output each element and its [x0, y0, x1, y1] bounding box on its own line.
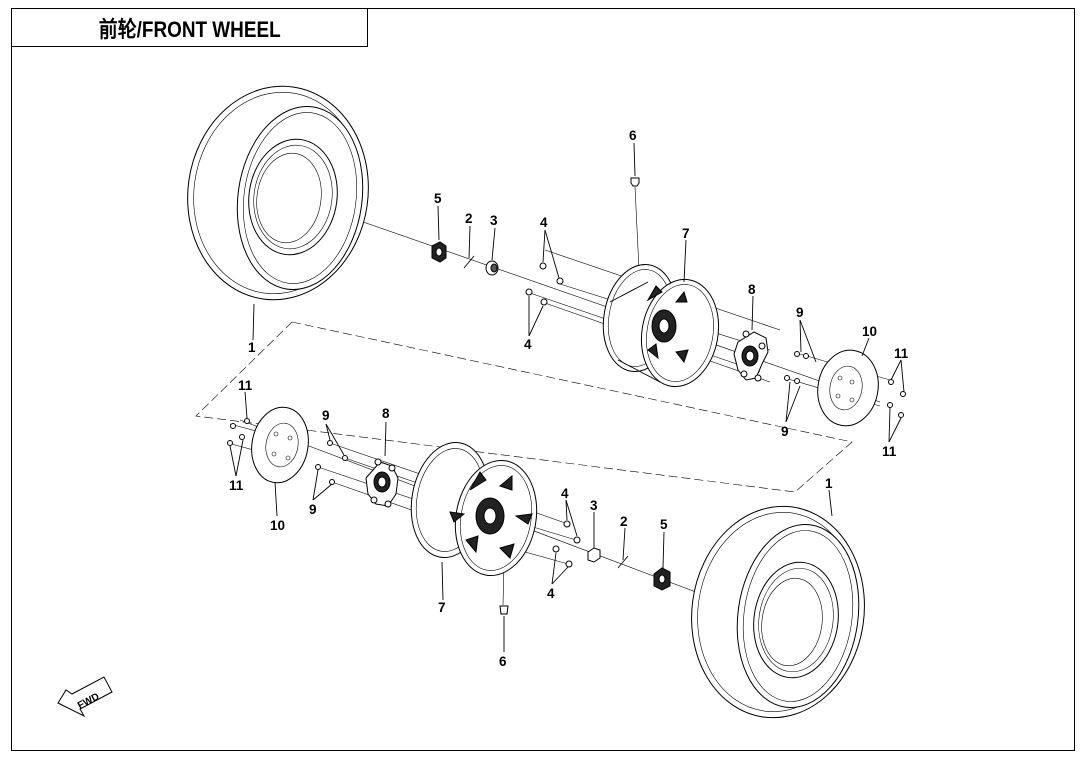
callout-7-lower: 7	[438, 600, 446, 615]
callout-4-upper-a: 4	[540, 215, 548, 230]
callout-11-upper-a: 11	[894, 346, 909, 361]
upper-hub	[733, 330, 769, 382]
upper-brake-disc	[817, 349, 879, 427]
callout-11-upper-b: 11	[882, 444, 897, 459]
callout-8-lower: 8	[382, 406, 390, 421]
callout-4-lower-b: 4	[547, 586, 555, 601]
lower-small-parts	[227, 418, 671, 615]
assembly-dash-outline	[195, 321, 853, 493]
callout-3-upper: 3	[490, 213, 498, 228]
callout-2-upper: 2	[465, 211, 473, 226]
callout-11-lower-b: 11	[229, 478, 244, 493]
fwd-arrow-icon: FWD	[57, 676, 113, 718]
callout-9-upper-a: 9	[796, 305, 804, 320]
callout-6-lower: 6	[499, 654, 507, 669]
callout-1-upper: 1	[248, 340, 256, 355]
callout-10-upper: 10	[862, 324, 877, 339]
callout-5-upper: 5	[434, 191, 442, 206]
callout-labels: 1 5 2 3 4 4 6 7 8 9 9 10 11 11 11 11 10 …	[229, 128, 909, 669]
callout-9-lower-a: 9	[322, 408, 330, 423]
lower-tire	[691, 505, 865, 719]
callout-2-lower: 2	[620, 514, 628, 529]
drawing-frame	[11, 8, 1075, 751]
upper-tire	[187, 85, 369, 301]
callout-8-upper: 8	[748, 282, 756, 297]
upper-rim	[602, 263, 720, 388]
title-box: 前轮/FRONT WHEEL	[11, 8, 368, 47]
callout-9-lower-b: 9	[309, 502, 317, 517]
upper-small-parts	[431, 177, 906, 418]
lower-hub	[365, 458, 399, 508]
callout-10-lower: 10	[270, 518, 285, 533]
upper-axis-lines	[299, 186, 891, 407]
callout-3-lower: 3	[590, 498, 598, 513]
callout-7-upper: 7	[682, 226, 690, 241]
callout-11-lower-a: 11	[238, 378, 253, 393]
callout-4-upper-b: 4	[524, 337, 532, 352]
callout-1-lower: 1	[825, 476, 833, 491]
leader-lines	[229, 142, 905, 652]
page-title: 前轮/FRONT WHEEL	[98, 16, 281, 42]
callout-5-lower: 5	[660, 517, 668, 532]
callout-4-lower-a: 4	[561, 486, 569, 501]
callout-6-upper: 6	[629, 128, 637, 143]
callout-9-upper-b: 9	[781, 424, 789, 439]
lower-brake-disc	[251, 406, 309, 484]
lower-rim	[410, 442, 538, 577]
